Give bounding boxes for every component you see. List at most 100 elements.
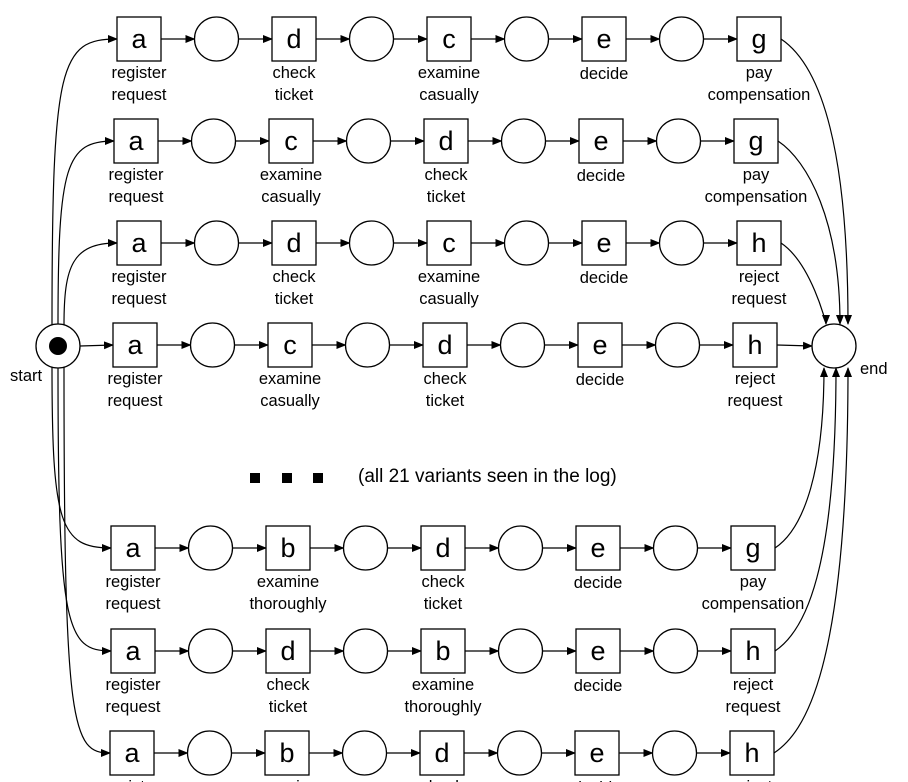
place (348, 220, 395, 266)
transition-a (110, 628, 156, 674)
place (503, 220, 550, 266)
transition-b (265, 525, 311, 571)
transition-label: reject (732, 778, 773, 782)
transition-symbol: a (125, 533, 141, 563)
transition-symbol: d (437, 330, 452, 360)
transition-symbol: c (442, 228, 456, 258)
place (499, 322, 546, 368)
transition-label: request (108, 188, 163, 206)
start-arc (51, 366, 112, 552)
transition-label: pay (740, 573, 767, 591)
transition-symbol: h (747, 330, 762, 360)
transition-label: check (424, 166, 468, 184)
transition-label: request (105, 698, 160, 716)
transition-e (578, 118, 624, 164)
place (189, 322, 236, 368)
transition-e (577, 322, 623, 368)
transition-symbol: e (590, 636, 605, 666)
transition-c (426, 16, 472, 62)
end-arc (776, 341, 813, 350)
transition-c (426, 220, 472, 266)
transition-label: examine (259, 370, 321, 388)
place (658, 16, 705, 62)
place (190, 118, 237, 164)
transition-label: decide (580, 65, 629, 83)
transition-symbol: a (128, 126, 144, 156)
transition-label: decide (573, 779, 622, 782)
transition-label: compensation (702, 595, 805, 613)
transition-h (730, 628, 776, 674)
ellipsis-dot (250, 473, 260, 483)
transition-label: ticket (424, 595, 463, 613)
transition-label: decide (580, 269, 629, 287)
transition-label: register (105, 676, 161, 694)
transition-label: register (104, 778, 160, 782)
transition-symbol: d (286, 24, 301, 54)
place (654, 322, 701, 368)
place (187, 628, 234, 674)
transition-a (116, 16, 162, 62)
transition-label: request (111, 86, 166, 104)
end-label: end (860, 360, 888, 378)
transition-symbol: a (125, 636, 141, 666)
place (342, 525, 389, 571)
transition-a (109, 730, 155, 776)
place (345, 118, 392, 164)
transition-label: register (108, 166, 164, 184)
place (342, 628, 389, 674)
transition-symbol: e (593, 126, 608, 156)
variant-row: aregisterrequestdcheckticketcexaminecasu… (111, 220, 787, 308)
transition-e (581, 220, 627, 266)
transition-label: ticket (275, 290, 314, 308)
transition-a (116, 220, 162, 266)
start-arc (57, 366, 112, 655)
place (496, 730, 543, 776)
place (497, 525, 544, 571)
transition-label: request (105, 595, 160, 613)
transition-label: compensation (708, 86, 811, 104)
transition-symbol: b (280, 533, 295, 563)
place (652, 525, 699, 571)
variant-row: aregisterrequestbexaminethoroughlydcheck… (105, 525, 805, 613)
transition-symbol: g (751, 24, 766, 54)
ellipsis-dot (313, 473, 323, 483)
transition-symbol: d (280, 636, 295, 666)
place (655, 118, 702, 164)
transition-symbol: b (279, 738, 294, 768)
transition-symbol: e (596, 228, 611, 258)
transition-h (732, 322, 778, 368)
start-label: start (10, 367, 43, 385)
end-arc (780, 38, 852, 325)
transition-label: ticket (275, 86, 314, 104)
transition-label: examine (412, 676, 474, 694)
transition-label: check (423, 370, 467, 388)
end-arc (773, 367, 852, 754)
place (348, 16, 395, 62)
transition-label: thoroughly (249, 595, 327, 613)
start-token (49, 337, 67, 355)
transition-label: reject (733, 676, 774, 694)
place (500, 118, 547, 164)
transition-g (730, 525, 776, 571)
transition-d (419, 730, 465, 776)
start-arc (63, 239, 118, 326)
transition-c (267, 322, 313, 368)
transition-label: ticket (426, 392, 465, 410)
end-arc (777, 140, 844, 325)
place (658, 220, 705, 266)
start-arc (51, 35, 118, 326)
place (344, 322, 391, 368)
transition-g (733, 118, 779, 164)
place (193, 16, 240, 62)
transition-symbol: e (589, 738, 604, 768)
transition-symbol: e (592, 330, 607, 360)
variant-row: aregisterrequestcexaminecasuallydcheckti… (107, 322, 783, 410)
place (651, 730, 698, 776)
transition-label: request (727, 392, 782, 410)
transition-label: check (272, 268, 316, 286)
transition-d (422, 322, 468, 368)
transition-h (729, 730, 775, 776)
start-arc (63, 366, 111, 757)
transition-a (112, 322, 158, 368)
